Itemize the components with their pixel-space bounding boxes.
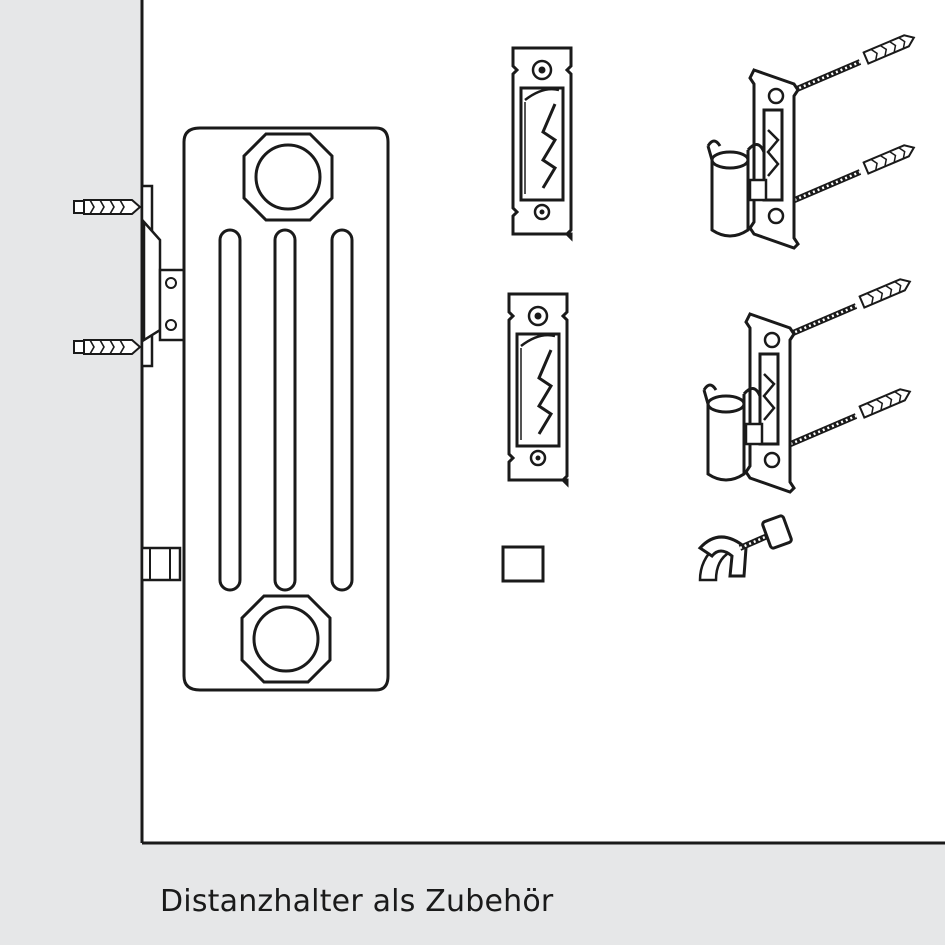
radiator-column-3 bbox=[330, 228, 354, 592]
installation-diagram bbox=[73, 0, 945, 845]
wall-dowel-top bbox=[73, 199, 149, 215]
spacer-mounted bbox=[140, 546, 182, 582]
radiator bbox=[182, 126, 390, 692]
radiator-column-1 bbox=[218, 228, 242, 592]
spacer-clip bbox=[697, 514, 793, 582]
caption: Distanzhalter als Zubehör bbox=[160, 884, 554, 919]
radiator-column-2 bbox=[273, 228, 297, 592]
spacer-square bbox=[501, 545, 545, 583]
bracket-plate-bottom bbox=[507, 292, 569, 486]
wall-dowel-bottom bbox=[73, 339, 149, 355]
bracket-plate-top bbox=[511, 46, 573, 240]
